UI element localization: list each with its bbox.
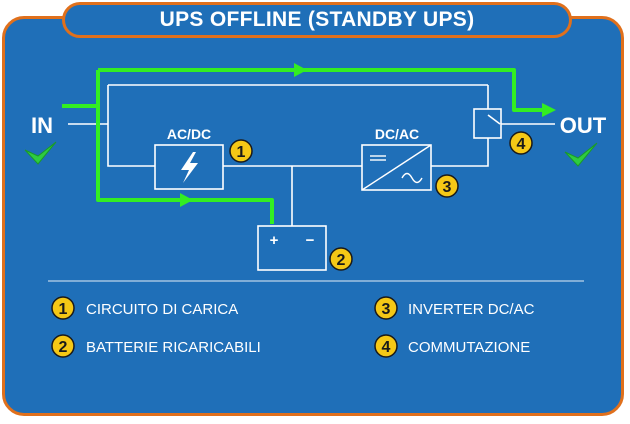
arrow-top <box>294 63 307 77</box>
lightning-icon <box>181 152 198 183</box>
acdc-box <box>154 144 224 190</box>
diagram-title: UPS OFFLINE (STANDBY UPS) <box>62 2 572 38</box>
arrow-bottom <box>180 193 193 207</box>
diagram-frame <box>2 16 624 416</box>
in-label: IN <box>31 113 53 138</box>
legend-2-number: 2 <box>59 339 68 356</box>
circuit-lines <box>68 84 555 226</box>
out-label: OUT <box>560 113 607 138</box>
power-path <box>62 68 548 224</box>
badge-3: 3 <box>435 174 459 198</box>
badge-1-number: 1 <box>237 144 246 161</box>
legend-2-text: BATTERIE RICARICABILI <box>86 339 261 356</box>
legend-item-1: 1 CIRCUITO DI CARICA <box>51 296 238 320</box>
battery-plus: + <box>270 232 279 249</box>
switch-box <box>473 108 502 139</box>
bypass-path <box>98 68 548 112</box>
battery-minus: − <box>306 232 315 249</box>
badge-2-number: 2 <box>337 252 346 269</box>
legend-3-number: 3 <box>382 301 391 318</box>
acdc-label: AC/DC <box>167 126 211 142</box>
legend-item-3: 3 INVERTER DC/AC <box>374 296 535 320</box>
legend-1-number: 1 <box>59 301 68 318</box>
check-icon-in <box>24 141 57 165</box>
check-icon-out <box>564 142 598 167</box>
badge-1: 1 <box>229 139 253 163</box>
badge-4-number: 4 <box>517 136 526 153</box>
arrow-out <box>542 103 556 117</box>
legend-4-number: 4 <box>382 339 391 356</box>
sine-wave-icon <box>401 172 423 184</box>
dcac-diagonal <box>361 144 432 191</box>
battery-box <box>257 225 327 271</box>
switch-contact <box>487 114 501 125</box>
legend-4-text: COMMUTAZIONE <box>408 339 530 356</box>
badge-4: 4 <box>509 131 533 155</box>
badge-3-number: 3 <box>443 179 452 196</box>
legend-item-2: 2 BATTERIE RICARICABILI <box>51 334 261 358</box>
badge-2: 2 <box>329 247 353 271</box>
power-arrows <box>180 63 556 207</box>
dc-symbol <box>370 155 386 161</box>
legend-1-text: CIRCUITO DI CARICA <box>86 301 238 318</box>
dcac-box <box>361 144 432 191</box>
legend-item-4: 4 COMMUTAZIONE <box>374 334 530 358</box>
inverter-out-wire <box>431 138 489 167</box>
legend-3-text: INVERTER DC/AC <box>408 301 535 318</box>
input-branch-wire <box>107 85 155 167</box>
dcac-label: DC/AC <box>375 126 419 142</box>
